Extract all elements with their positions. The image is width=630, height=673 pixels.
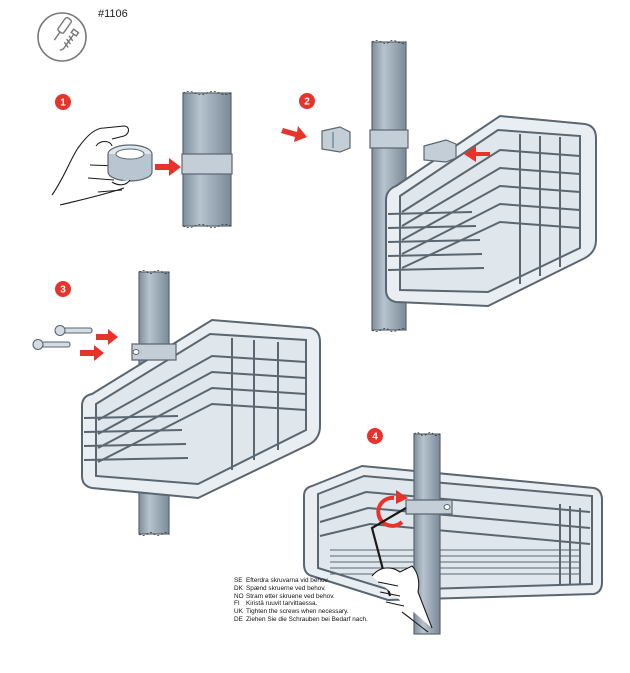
step-3-illustration <box>32 270 321 536</box>
step-number-3: 3 <box>60 285 66 296</box>
instruction-text: Stram etter skruene ved behov. <box>246 592 335 600</box>
step-badge-4: 4 <box>367 428 383 444</box>
instruction-text: Spænd skruerne ved behov. <box>246 584 326 592</box>
step-badge-3: 3 <box>55 281 71 297</box>
language-code: UK <box>234 608 243 616</box>
step-number-4: 4 <box>372 432 378 443</box>
instruction-row-dk: DK Spænd skruerne ved behov. <box>234 585 368 593</box>
instruction-text: Tighten the screws when necessary. <box>246 608 349 616</box>
language-code: NO <box>234 592 244 600</box>
language-code: SE <box>234 577 243 584</box>
step-number-2: 2 <box>304 97 310 108</box>
instruction-text: Ziehen Sie die Schrauben bei Bedarf nach… <box>246 615 368 623</box>
step-2-illustration <box>281 40 597 332</box>
instruction-text: Efterdra skruvarna vid behov. <box>246 577 329 584</box>
product-code: #1106 <box>98 8 128 20</box>
instruction-row-no: NO Stram etter skruene ved behov. <box>234 593 368 601</box>
language-code: DE <box>234 615 243 623</box>
tighten-instructions: SE Efterdra skruvarna vid behov. DK Spæn… <box>234 577 368 624</box>
instruction-row-se: SE Efterdra skruvarna vid behov. <box>234 577 368 585</box>
screwdriver-screw-icon <box>37 12 87 62</box>
instruction-text: Kiristä ruuvit tarvittaessa. <box>246 600 318 608</box>
step-number-1: 1 <box>60 98 66 109</box>
language-code: DK <box>234 584 243 592</box>
step-1-illustration <box>51 91 233 228</box>
language-code: FI <box>234 600 240 608</box>
step-badge-2: 2 <box>299 93 315 109</box>
instruction-row-uk: UK Tighten the screws when necessary. <box>234 608 368 616</box>
instruction-row-fi: FI Kiristä ruuvit tarvittaessa. <box>234 600 368 608</box>
instruction-row-de: DE Ziehen Sie die Schrauben bei Bedarf n… <box>234 616 368 624</box>
step-4-illustration <box>303 432 603 635</box>
step-badge-1: 1 <box>55 94 71 110</box>
